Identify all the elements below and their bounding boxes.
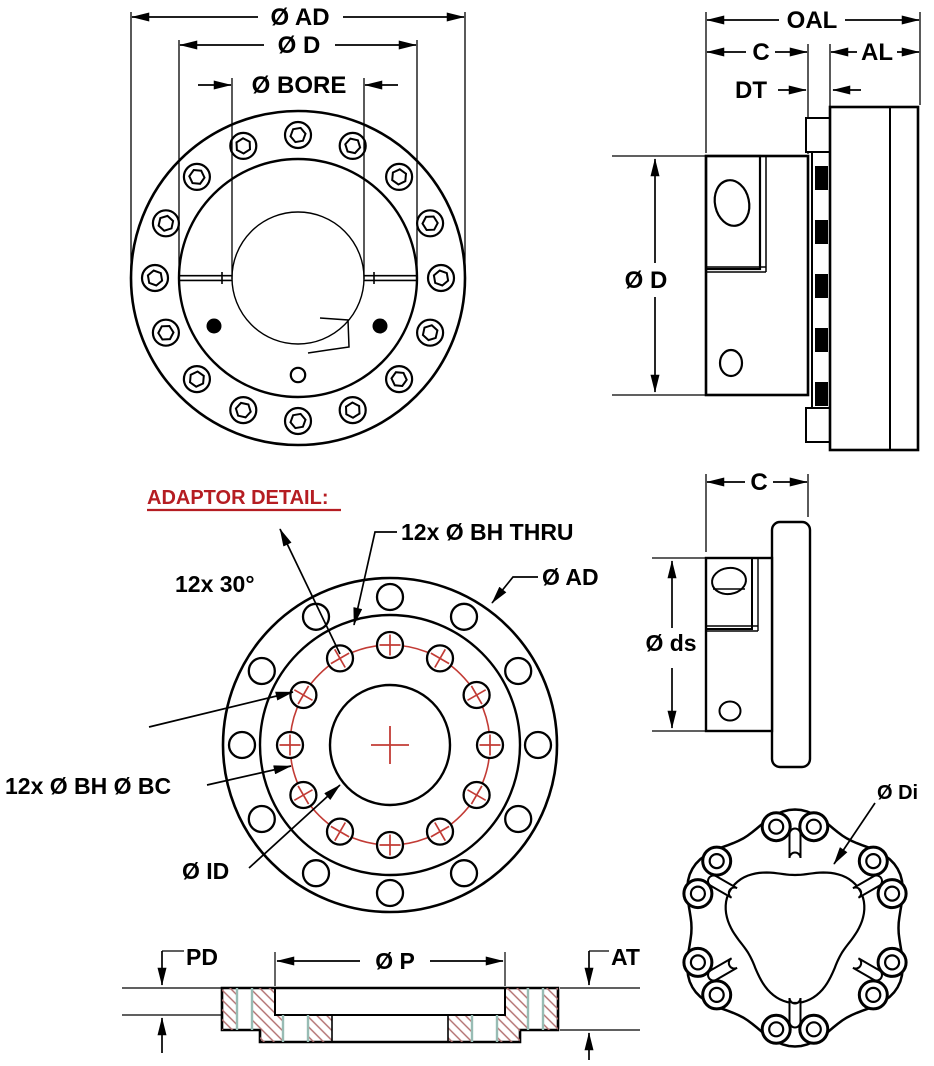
hub-clamp-detail: [704, 154, 767, 378]
dim-label-ad: Ø AD: [270, 4, 329, 31]
clamp-screw-bore: [713, 179, 751, 227]
dim-label-at: AT: [611, 944, 640, 970]
adaptor-outer-circle: [221, 576, 559, 914]
dim-label-bore: Ø BORE: [252, 72, 347, 99]
bore-circle: [231, 211, 365, 345]
small-hole-bottom: [289, 366, 307, 384]
hub-circle: [177, 157, 419, 399]
keyway-notch: [307, 317, 350, 354]
front-dimension-bore: Ø BORE: [198, 72, 398, 99]
front-dimension-ad: Ø AD: [131, 4, 465, 31]
disc-pack-shape: [682, 808, 908, 1048]
center-mark: [371, 726, 409, 764]
dimension-pd: PD: [157, 944, 218, 1053]
hub2-clamp-detail: [705, 557, 759, 722]
label-ad-detail: Ø AD: [542, 564, 599, 590]
hub2-lower-hole: [718, 700, 742, 722]
clamp-screw-hole-left: [206, 318, 222, 334]
outer-flange-circle: [129, 109, 467, 447]
flange-bolts: [140, 120, 456, 436]
label-angle: 12x 30°: [175, 571, 255, 597]
section-hole-walls: [235, 988, 545, 1042]
adaptor-plate-side: [828, 105, 920, 452]
dim-label-al: AL: [861, 39, 893, 66]
adaptor-leader-lines: [148, 528, 538, 869]
dim-label-c: C: [752, 39, 769, 66]
dim-label-d-side: Ø D: [625, 267, 668, 294]
dim-label-oal: OAL: [787, 7, 838, 34]
dimension-oal: OAL: [706, 7, 920, 34]
dimension-ds: Ø ds: [645, 560, 697, 729]
dim-label-pd: PD: [186, 944, 218, 970]
clamp-screw-hole-right: [372, 318, 388, 334]
dim-label-dt: DT: [735, 77, 767, 104]
pilot-recess: [274, 988, 506, 1016]
clamp-screw-bore2: [711, 566, 747, 596]
clamp-split-line: [179, 272, 417, 284]
dim-label-d: Ø D: [278, 32, 321, 59]
adaptor-detail-title: ADAPTOR DETAIL:: [147, 487, 328, 509]
label-bh-thru: 12x Ø BH THRU: [401, 519, 574, 545]
adaptor-detail-view: ADAPTOR DETAIL: 12x 30° 12x Ø BH THRU Ø …: [5, 487, 599, 914]
dimension-at: AT: [584, 944, 640, 1060]
disc-pack-view: Ø Di: [682, 782, 918, 1048]
front-dimension-d: Ø D: [179, 32, 417, 59]
section-hatching: [222, 988, 558, 1042]
dimension-c2: C: [706, 469, 808, 496]
side-view: OAL C AL DT Ø D: [612, 7, 921, 452]
dim-label-p: Ø P: [375, 948, 415, 974]
dimension-dt: DT: [735, 77, 861, 104]
label-bh-bc: 12x Ø BH Ø BC: [5, 773, 171, 799]
hub-adaptor-side-view: C Ø ds: [645, 469, 812, 769]
label-di: Ø Di: [877, 782, 918, 804]
section-view: PD Ø P AT: [122, 944, 640, 1060]
adaptor-plate-rounded: [770, 520, 812, 769]
front-view: Ø AD Ø D Ø BORE: [129, 4, 467, 447]
dimension-p: Ø P: [276, 948, 504, 974]
adaptor-holes: [227, 582, 553, 908]
disc-pack-strip: [805, 117, 831, 443]
hub2-outline: [704, 556, 774, 733]
side-extension-lines: [612, 12, 921, 396]
dimension-d-vertical: Ø D: [625, 158, 668, 393]
di-leader-line: [833, 802, 876, 865]
label-id: Ø ID: [182, 858, 229, 884]
hub-lower-hole: [718, 348, 744, 378]
dimension-al: AL: [830, 39, 920, 66]
adaptor-id-circle: [328, 683, 452, 807]
hub-side-extension-lines: [652, 474, 809, 732]
dim-label-c2: C: [750, 469, 767, 496]
dimension-c: C: [706, 39, 808, 66]
dim-label-ds: Ø ds: [645, 630, 696, 656]
adaptor-boss-circle: [258, 613, 522, 877]
